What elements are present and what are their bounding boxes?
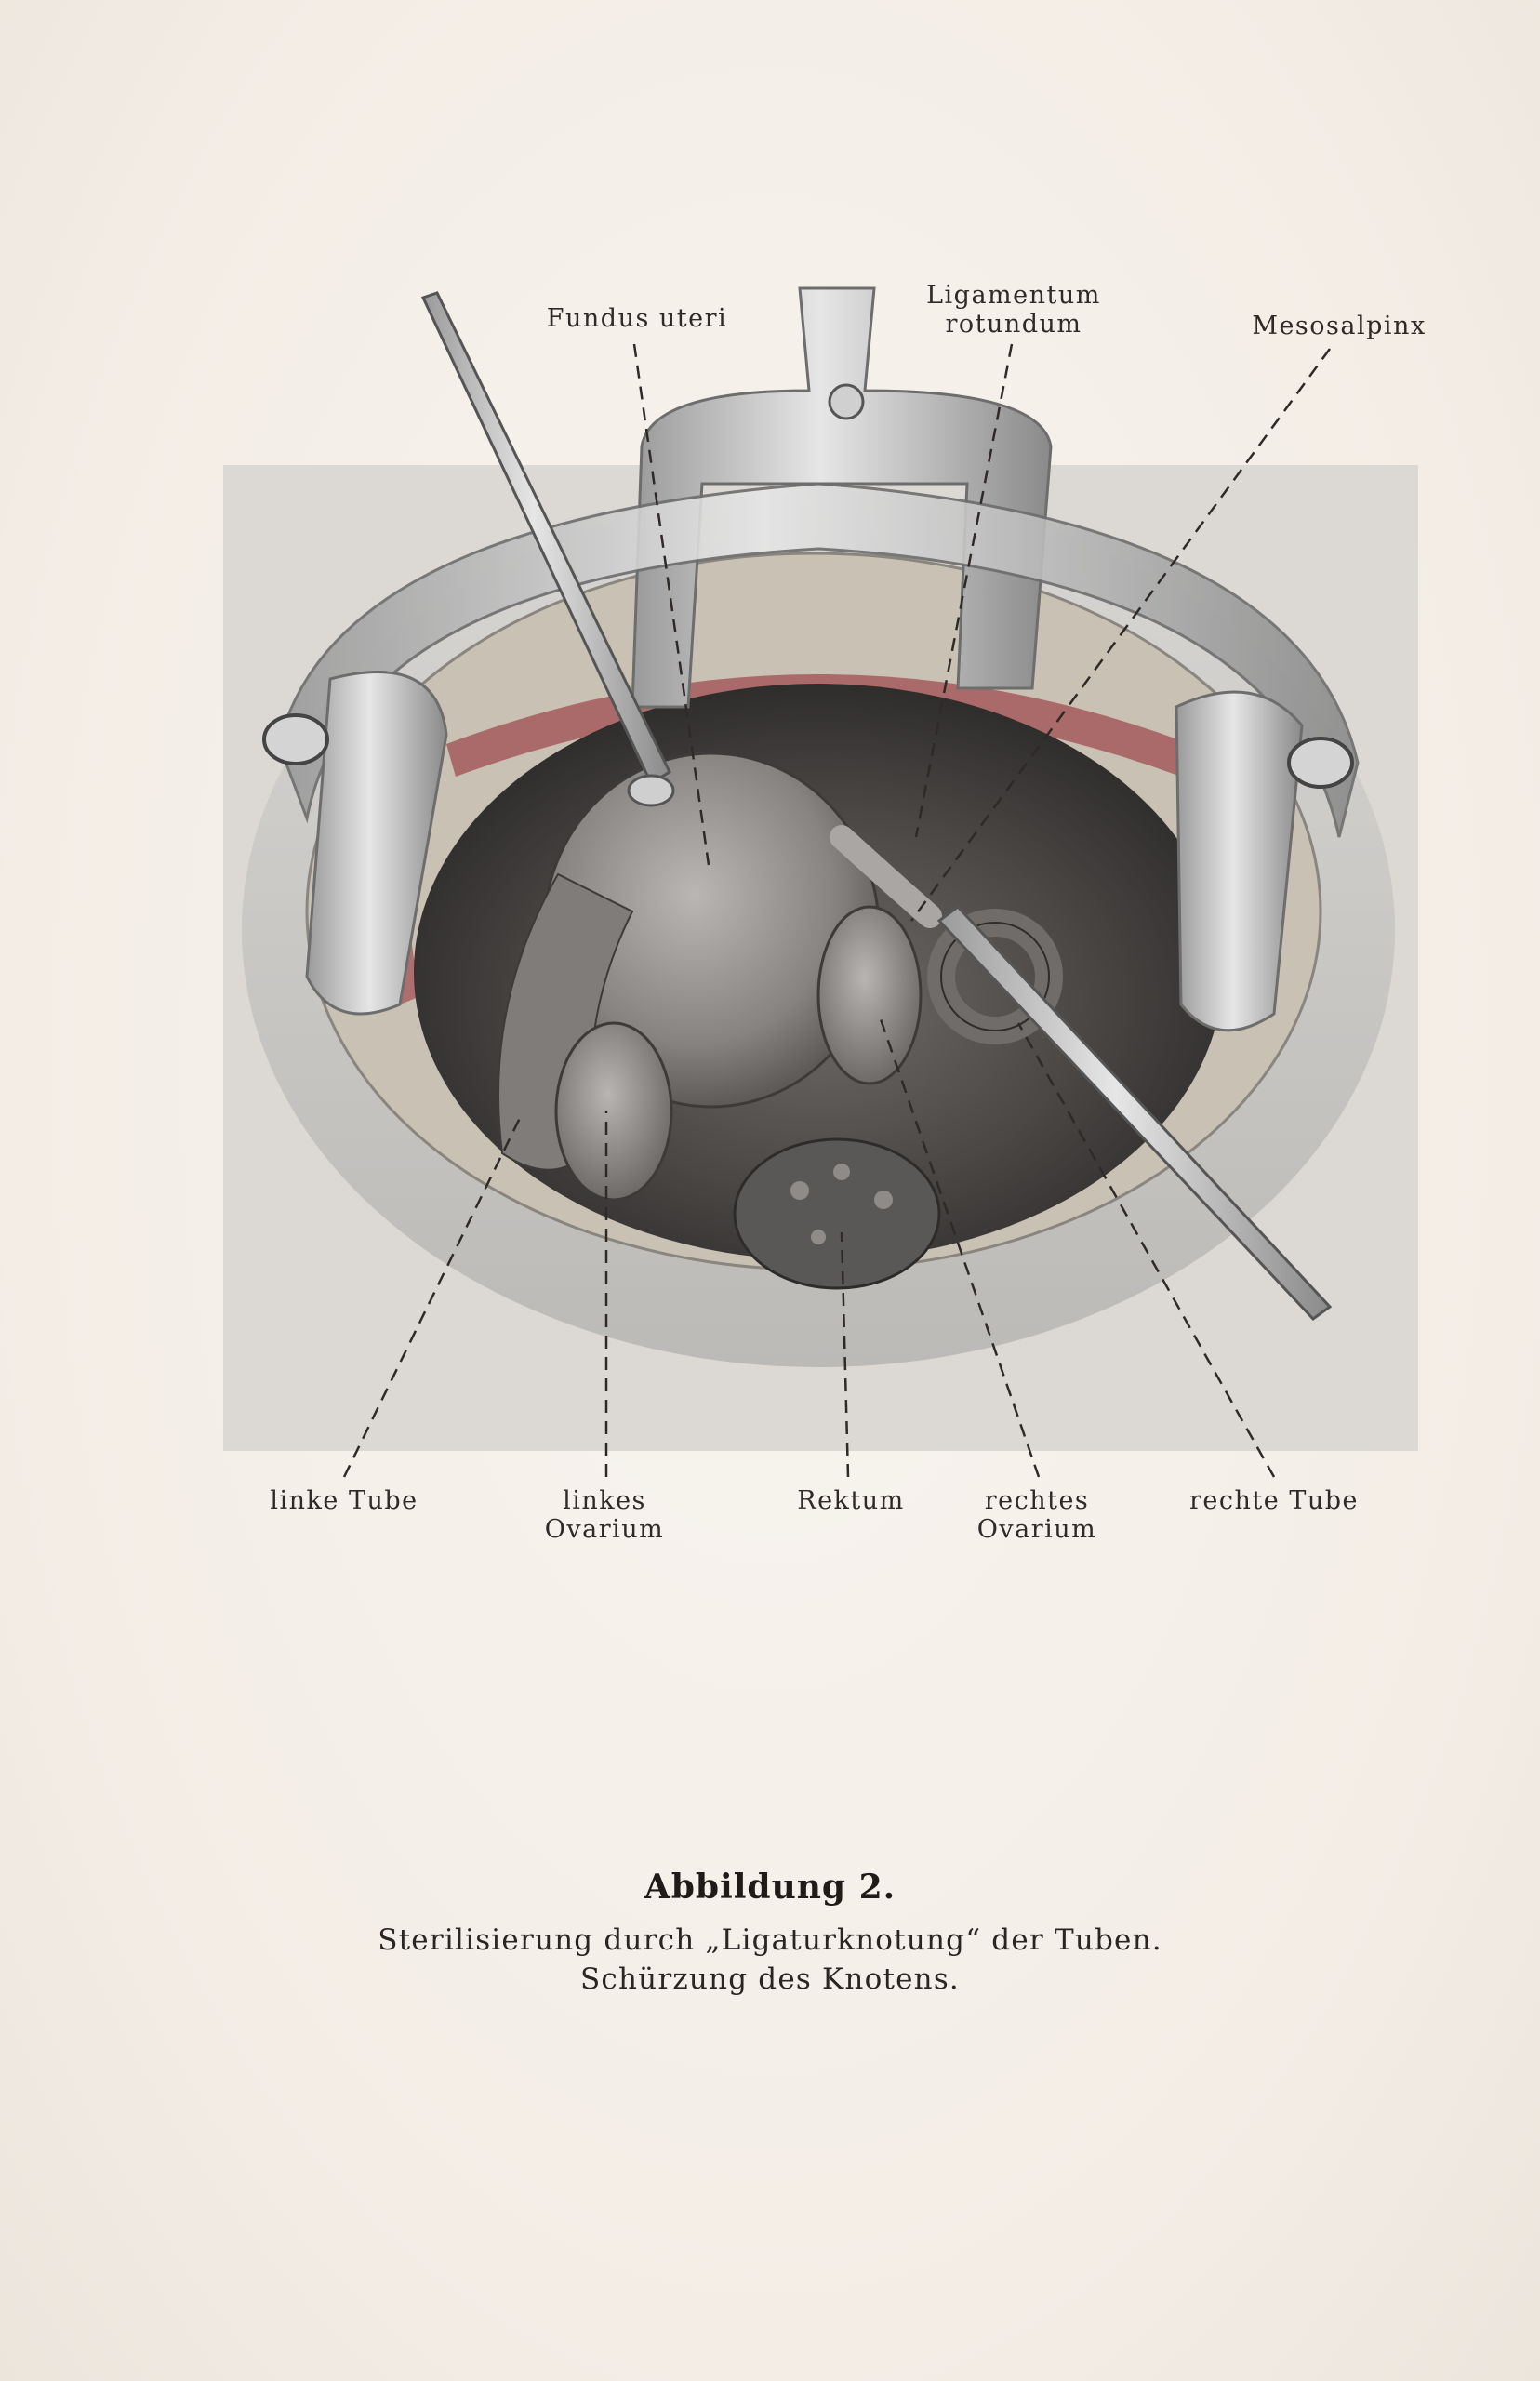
label-ligamentum-rotundum: Ligamentum rotundum bbox=[893, 281, 1135, 339]
right-retractor-screw bbox=[1287, 737, 1354, 789]
label-rechtes-line1: rechtes bbox=[984, 1486, 1090, 1515]
upper-retractor bbox=[631, 286, 1053, 709]
leader-mesosalpinx bbox=[909, 348, 1332, 922]
ring-retractor bbox=[277, 482, 1360, 838]
left-side-blade bbox=[305, 671, 448, 1016]
label-ligamentum-line1: Ligamentum bbox=[926, 281, 1101, 310]
label-linkes-ovarium: linkes Ovarium bbox=[511, 1486, 697, 1544]
label-ligamentum-line2: rotundum bbox=[945, 310, 1082, 339]
leader-lines bbox=[342, 343, 1332, 1478]
label-rechtes-ovarium: rechtes Ovarium bbox=[944, 1486, 1130, 1544]
label-linke-tube: linke Tube bbox=[270, 1486, 418, 1515]
needle-holder-right bbox=[936, 904, 1333, 1321]
label-mesosalpinx: Mesosalpinx bbox=[1252, 312, 1427, 340]
leader-fundus-uteri bbox=[632, 343, 710, 866]
leader-rechtes-ovarium bbox=[877, 1013, 1041, 1478]
right-ovary bbox=[816, 905, 923, 1085]
caption-line-1: Sterilisierung durch „Ligaturknotung“ de… bbox=[378, 1923, 1162, 1957]
label-linkes-line2: Ovarium bbox=[544, 1515, 665, 1544]
broad-ligament-left bbox=[498, 872, 634, 1171]
leader-linke-tube bbox=[342, 1115, 523, 1478]
label-fundus-uteri: Fundus uteri bbox=[546, 304, 728, 333]
label-linkes-line1: linkes bbox=[563, 1486, 646, 1515]
figure-title: Abbildung 2. bbox=[644, 1868, 896, 1907]
leader-rechte-tube bbox=[1016, 1022, 1276, 1478]
leader-rektum bbox=[840, 1231, 850, 1478]
label-rechtes-line2: Ovarium bbox=[976, 1515, 1097, 1544]
label-rektum: Rektum bbox=[797, 1486, 905, 1515]
left-ovary bbox=[554, 1021, 673, 1202]
caption-line-2: Schürzung des Knotens. bbox=[580, 1962, 960, 1996]
forceps-left bbox=[420, 291, 671, 786]
right-side-blade bbox=[1175, 690, 1304, 1032]
leader-ligamentum-rotundum bbox=[914, 343, 1014, 838]
rectum bbox=[733, 1137, 941, 1290]
label-rechte-tube: rechte Tube bbox=[1189, 1486, 1359, 1515]
left-retractor-screw bbox=[262, 713, 329, 765]
